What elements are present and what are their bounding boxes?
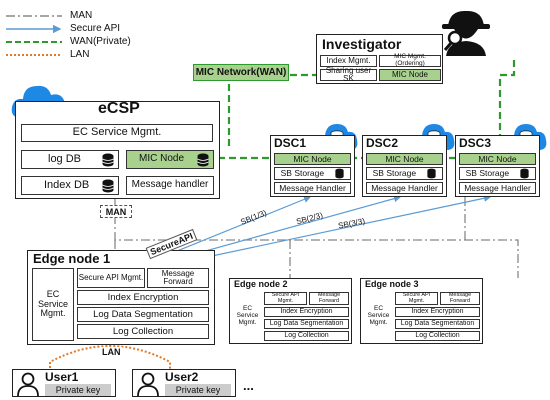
dsc1-mic-node: MIC Node [274, 153, 351, 165]
edge-node-3-message-forward: Message Forward [440, 292, 480, 305]
edge-node-2-title: Edge node 2 [234, 279, 288, 289]
dsc3-title: DSC3 [459, 136, 492, 150]
dsc1-message-handler: Message Handler [274, 182, 351, 194]
ecsp-mic-node: MIC Node [126, 150, 214, 169]
edge-node-1-log-collection: Log Collection [77, 324, 209, 339]
user-icon [137, 372, 159, 396]
edge-node-1-index-encryption: Index Encryption [77, 290, 209, 305]
man-path-main [114, 198, 519, 278]
edge-node-1-service: EC Service Mgmt. [32, 268, 74, 341]
database-icon [102, 179, 114, 192]
ecsp-mic-node-label: MIC Node [139, 153, 185, 165]
investigator-panel: Investigator Index Mgmt. MIC Mgmt.(Order… [316, 34, 443, 84]
dsc3-mic-node: MIC Node [459, 153, 536, 165]
dsc2-sb-storage-label: SB Storage [372, 168, 417, 179]
user-icon [17, 372, 39, 396]
edge-node-1-message-forward: Message Forward [147, 268, 209, 288]
investigator-sharing-sk: Sharing user SK [320, 66, 377, 83]
sb-arrow-3 [159, 194, 492, 268]
dsc3-message-handler: Message Handler [459, 182, 536, 194]
dsc3-panel: DSC3 MIC Node SB Storage Message Handler [455, 135, 540, 197]
edge-node-1-log-segmentation: Log Data Segmentation [77, 307, 209, 322]
ecsp-service-mgmt: EC Service Mgmt. [21, 124, 213, 142]
edge-node-2-log-collection: Log Collection [264, 331, 349, 341]
edge-node-3-panel: Edge node 3 EC Service Mgmt. Secure API … [360, 278, 483, 344]
ecsp-index-db-label: Index DB [44, 178, 90, 191]
investigator-mic-node: MIC Node [379, 69, 441, 81]
wan-network-label: MIC Network(WAN) [193, 64, 289, 81]
dsc1-sb-storage: SB Storage [274, 167, 351, 180]
edge-node-3-title: Edge node 3 [365, 279, 419, 289]
user2-private-key: Private key [165, 384, 231, 396]
database-icon [335, 168, 344, 179]
dsc1-panel: DSC1 MIC Node SB Storage Message Handler [270, 135, 355, 197]
ecsp-title: eCSP [98, 100, 140, 117]
dsc1-title: DSC1 [274, 136, 307, 150]
dsc2-message-handler: Message Handler [366, 182, 443, 194]
edge-node-2-message-forward: Message Forward [309, 292, 349, 305]
dsc3-sb-storage: SB Storage [459, 167, 536, 180]
edge-node-1-secure-api: Secure API Mgmt. [77, 268, 145, 288]
edge-node-2-panel: Edge node 2 EC Service Mgmt. Secure API … [229, 278, 352, 344]
dsc2-mic-node: MIC Node [366, 153, 443, 165]
more-users-ellipsis: ... [243, 378, 254, 393]
ecsp-index-db: Index DB [21, 176, 119, 195]
investigator-index-mgmt: Index Mgmt. [320, 55, 377, 67]
edge-node-1-panel: Edge node 1 EC Service Mgmt. Secure API … [27, 250, 215, 345]
wan-path-dsc3 [498, 60, 516, 150]
edge-node-3-log-collection: Log Collection [395, 331, 480, 341]
user1-private-key: Private key [45, 384, 111, 396]
man-label: MAN [100, 205, 132, 218]
ecsp-log-db-label: log DB [48, 152, 82, 165]
legend: MAN Secure API WAN(Private) LAN [70, 9, 131, 61]
user2-panel: User2 Private key [132, 369, 236, 397]
dsc2-title: DSC2 [366, 136, 399, 150]
ecsp-panel: eCSP EC Service Mgmt. log DB MIC Node In… [15, 100, 220, 199]
dsc1-sb-storage-label: SB Storage [280, 168, 325, 179]
edge-node-3-secure-api: Secure API Mgmt. [395, 292, 438, 305]
edge-node-1-title: Edge node 1 [33, 251, 111, 266]
dsc3-sb-storage-label: SB Storage [465, 168, 510, 179]
edge-node-3-log-segmentation: Log Data Segmentation [395, 319, 480, 329]
database-icon [197, 153, 209, 166]
database-icon [520, 168, 529, 179]
edge-node-3-service: EC Service Mgmt. [364, 292, 393, 341]
legend-wan-label: WAN(Private) [70, 36, 131, 47]
legend-man-label: MAN [70, 10, 93, 21]
user1-name: User1 [45, 370, 79, 384]
edge-node-2-secure-api: Secure API Mgmt. [264, 292, 307, 305]
investigator-title: Investigator [322, 36, 402, 52]
legend-lan-label: LAN [70, 49, 90, 60]
edge-node-3-index-encryption: Index Encryption [395, 307, 480, 317]
user1-panel: User1 Private key [12, 369, 116, 397]
ecsp-log-db: log DB [21, 150, 119, 169]
ecsp-message-handler: Message handler [126, 176, 214, 195]
wan-path-investigator [227, 60, 394, 146]
legend-secure-api-label: Secure API [70, 23, 121, 34]
edge-node-2-log-segmentation: Log Data Segmentation [264, 319, 349, 329]
dsc2-sb-storage: SB Storage [366, 167, 443, 180]
edge-node-2-index-encryption: Index Encryption [264, 307, 349, 317]
database-icon [102, 153, 114, 166]
edge-node-2-service: EC Service Mgmt. [233, 292, 262, 341]
investigator-mic-mgmt: MIC Mgmt.(Ordering) [379, 53, 441, 67]
database-icon [427, 168, 436, 179]
dsc2-panel: DSC2 MIC Node SB Storage Message Handler [362, 135, 447, 197]
lan-label: LAN [101, 347, 122, 357]
detective-icon [442, 10, 490, 56]
user2-name: User2 [165, 370, 199, 384]
